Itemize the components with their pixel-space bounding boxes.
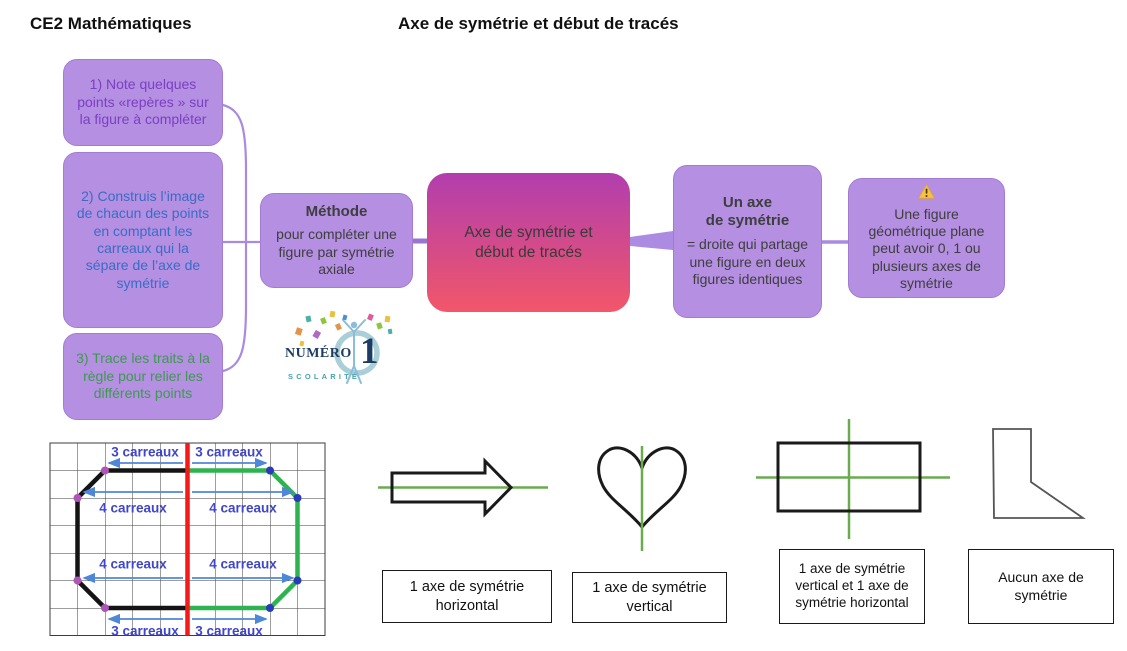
measure-arrows [82,457,295,625]
logo-confetti [294,310,393,347]
carreaux-label-lowermid-left: 4 carreaux [99,556,167,572]
carreaux-label-top-right: 3 carreaux [195,444,263,460]
definition-title-line2: de symétrie [705,212,790,230]
carreaux-label-top-left: 3 carreaux [111,444,179,460]
caption-polygon: Aucun axe de symétrie [968,549,1114,624]
method-title: Méthode [305,202,368,220]
rectangle-shape [776,441,922,513]
warning-icon [918,184,935,204]
caption-arrow: 1 axe de symétrie horizontal [382,570,552,623]
note-body: Une figure géométrique plane peut avoir … [868,205,985,292]
example-arrow-figure [378,457,548,518]
octagon-left-half [75,468,188,611]
logo-graphic [294,310,393,384]
step-box-3: 3) Trace les traits à la règle pour reli… [63,333,223,420]
step-box-1: 1) Note quelques points «repères » sur l… [63,59,223,146]
connector-step1 [221,103,248,244]
method-body: pour compléter une figure par symétrie a… [276,226,397,277]
caption-heart-text: 1 axe de symétrie vertical [592,580,707,615]
arrow-shape [390,457,514,518]
center-topic-text: Axe de symétrie et début de tracés [464,224,593,261]
center-topic-box: Axe de symétrie et début de tracés [427,173,630,312]
definition-body: = droite qui partage une figure en deux … [686,236,809,288]
course-title: CE2 Mathématiques [30,14,192,33]
grid-construction-figure [49,442,326,636]
caption-rectangle-text: 1 axe de symétrie vertical et 1 axe de s… [795,561,909,610]
caption-polygon-text: Aucun axe de symétrie [998,569,1084,603]
logo-wordmark: NUMÉRO [285,346,352,361]
caption-rectangle: 1 axe de symétrie vertical et 1 axe de s… [779,549,925,624]
note-box: Une figure géométrique plane peut avoir … [848,178,1005,298]
example-rectangle-figure [756,419,950,539]
connector-lines [221,103,850,373]
step-3-text: 3) Trace les traits à la règle pour reli… [76,350,210,402]
octagon-right-half [187,468,300,611]
step-1-text: 1) Note quelques points «repères » sur l… [77,76,209,128]
caption-heart: 1 axe de symétrie vertical [572,572,727,623]
logo-number: 1 [360,331,379,372]
carreaux-label-bottom-right: 3 carreaux [195,623,263,639]
irregular-polygon-shape [992,428,1086,519]
left-vertex-dots [73,466,109,612]
connector-step3 [221,240,248,373]
carreaux-label-bottom-left: 3 carreaux [111,623,179,639]
carreaux-label-uppermid-right: 4 carreaux [209,500,277,516]
method-box: Méthode pour compléter une figure par sy… [260,193,413,288]
definition-title-line1: Un axe [722,194,773,212]
step-2-text: 2) Construis l’image de chacun des point… [76,187,210,291]
carreaux-label-lowermid-right: 4 carreaux [209,556,277,572]
page-title: Axe de symétrie et début de tracés [398,14,679,33]
caption-arrow-text: 1 axe de symétrie horizontal [409,579,525,614]
example-heart-figure [597,446,687,551]
logo-subtitle: SCOLARITÉ [288,372,361,381]
definition-box: Un axe de symétrie = droite qui partage … [673,165,822,318]
logo-stick-figure [342,319,366,384]
carreaux-label-uppermid-left: 4 carreaux [99,500,167,516]
step-box-2: 2) Construis l’image de chacun des point… [63,152,223,328]
connector-center-definition [630,231,673,250]
right-vertex-dots [266,466,302,612]
